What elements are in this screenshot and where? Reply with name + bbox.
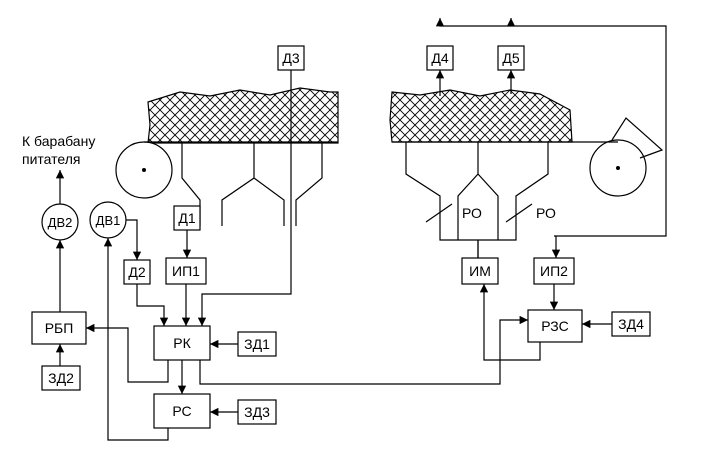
- block-d1: [173, 205, 201, 231]
- block-d3: [277, 45, 305, 71]
- left-drum: [115, 141, 173, 199]
- block-ip1-label: ИП1: [172, 263, 200, 279]
- block-zd3-label: ЗД3: [244, 404, 270, 420]
- connection-lines: [55, 18, 667, 441]
- right-funnels: [405, 142, 549, 258]
- right-material-layer: [389, 89, 573, 143]
- motor-dv1: ДВ1: [89, 201, 127, 239]
- block-d5-label: Д5: [502, 50, 519, 66]
- block-rbp-label: РБП: [45, 320, 74, 336]
- block-im: [461, 257, 499, 285]
- block-ip2-label: ИП2: [540, 263, 568, 279]
- block-d5: [497, 45, 525, 71]
- right-drum: [589, 139, 647, 197]
- motor-dv1-label: ДВ1: [96, 213, 121, 228]
- block-ip2: [533, 257, 575, 285]
- block-zd1-label: ЗД1: [244, 336, 270, 352]
- left-material-layer: [147, 87, 339, 144]
- block-rzs: [527, 309, 583, 343]
- block-d2-label: Д2: [128, 264, 145, 280]
- motor-dv2: ДВ2: [41, 203, 79, 241]
- block-rs-label: РС: [172, 403, 191, 419]
- block-ip1: [165, 257, 207, 285]
- block-d4-label: Д4: [431, 50, 448, 66]
- left-funnels: [181, 142, 323, 226]
- block-rk-label: РК: [173, 335, 191, 351]
- block-zd4-label: ЗД4: [618, 316, 644, 332]
- valve-strokes: [425, 203, 533, 223]
- block-d2: [123, 259, 151, 285]
- block-zd3: [237, 399, 277, 425]
- block-d4: [426, 45, 454, 71]
- block-rzs-label: РЗС: [541, 318, 568, 334]
- block-rs: [153, 393, 211, 429]
- caption-line-2: питателя: [22, 151, 80, 167]
- valve-label-right: РО: [536, 205, 556, 221]
- motor-dv2-label: ДВ2: [48, 215, 73, 230]
- block-im-label: ИМ: [469, 263, 491, 279]
- caption-line-1: К барабану: [22, 133, 95, 149]
- block-d3-label: Д3: [282, 50, 299, 66]
- valve-label-left: РО: [462, 205, 482, 221]
- right-conveyor-belt: [392, 117, 664, 159]
- block-d1-label: Д1: [178, 210, 195, 226]
- block-zd4: [611, 311, 651, 337]
- block-zd2-label: ЗД2: [48, 370, 74, 386]
- block-zd2: [41, 365, 81, 391]
